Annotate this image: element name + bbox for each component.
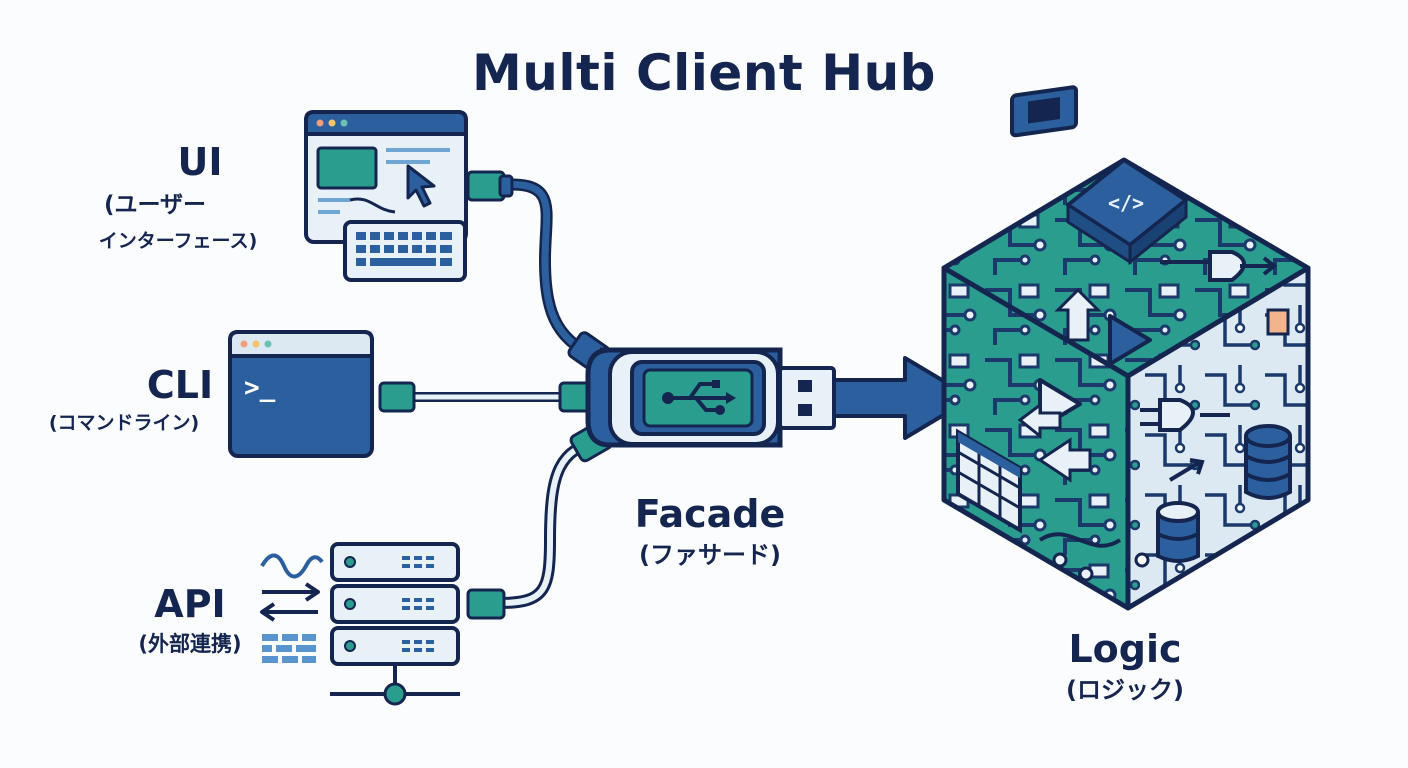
cli-label: CLI xyxy=(146,363,214,407)
api-label: API xyxy=(154,582,226,626)
ui-label: UI xyxy=(177,140,223,184)
facade-label: Facade xyxy=(634,492,786,536)
usb-icon xyxy=(585,347,836,448)
logic-label: Logic xyxy=(1068,627,1182,671)
facade-to-logic-arrow xyxy=(832,356,974,440)
logic-sub-label: (ロジック) xyxy=(1066,676,1184,704)
database-icon xyxy=(1244,424,1292,500)
table-grid-icon xyxy=(956,428,1022,534)
cli-sub-label: (コマンドライン) xyxy=(48,412,200,434)
api-cable xyxy=(499,434,602,609)
terminal-icon: >_ xyxy=(228,330,374,458)
api-sub-label: (外部連携) xyxy=(138,632,242,656)
browser-window-icon xyxy=(304,110,468,244)
ui-sub-label-1: (ユーザー xyxy=(103,192,207,218)
cursor-icon xyxy=(406,164,436,208)
keyboard-icon xyxy=(343,220,467,282)
ui-sub-label-2: インターフェース) xyxy=(98,230,258,252)
chip-icon xyxy=(1010,85,1078,138)
facade-sub-label: (ファサード) xyxy=(639,541,781,569)
ui-plug xyxy=(466,170,514,202)
api-signal-icons xyxy=(260,553,324,663)
database-icon-small xyxy=(1156,501,1200,563)
ui-cable xyxy=(494,178,606,366)
server-rack-icon xyxy=(330,542,460,706)
logic-cube-icon: </> xyxy=(941,85,1311,611)
terminal-prompt: >_ xyxy=(244,373,276,403)
logic-code-glyph: </> xyxy=(1108,191,1144,215)
diagram-title: Multi Client Hub xyxy=(472,44,936,102)
